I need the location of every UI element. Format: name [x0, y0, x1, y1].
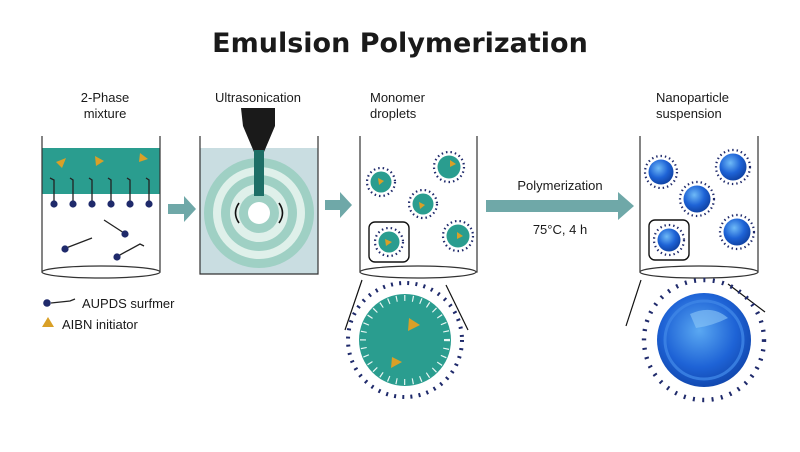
droplet	[432, 150, 466, 184]
surfmer-head	[126, 200, 134, 208]
polymerization-arrow	[486, 192, 634, 220]
surfmer-head	[61, 245, 69, 253]
beaker-ultrasonication-outline	[199, 136, 319, 275]
stage-label-mixture: 2-Phase mixture	[60, 90, 150, 122]
sonicator-probe	[254, 150, 264, 196]
sonicator-horn	[241, 108, 275, 152]
magnified-nanoparticle	[641, 277, 767, 403]
surfmer-shell	[641, 277, 767, 403]
surfmer-tail	[88, 177, 93, 203]
surfmer-head	[113, 253, 121, 261]
initiator-triangle-icon	[408, 318, 420, 331]
surfmer-tail	[103, 219, 125, 234]
surfmer-head	[69, 200, 77, 208]
diagram-title: Emulsion Polymerization	[212, 28, 588, 59]
step-arrow-2	[325, 192, 352, 218]
nanoparticle	[678, 180, 716, 218]
surfmer-icon	[43, 298, 76, 307]
droplet	[373, 226, 405, 258]
stage-label-ultrasonication: Ultrasonication	[198, 90, 318, 106]
zoom-box	[368, 221, 410, 263]
surfmer-head	[88, 200, 96, 208]
sonication-core	[248, 202, 270, 224]
stage-label-mixture-line2: mixture	[83, 106, 127, 121]
nanoparticle	[714, 148, 752, 186]
polymerization-label: Polymerization	[517, 178, 603, 193]
surfmer-tail	[145, 177, 150, 203]
vibration-mark-left	[234, 202, 240, 224]
step-arrow-1	[168, 196, 196, 222]
surfmer-head	[107, 200, 115, 208]
magnified-droplet	[346, 281, 464, 399]
nanoparticle	[652, 223, 686, 257]
polymer-core-inner	[663, 299, 745, 381]
beaker-mixture	[41, 136, 161, 279]
droplet	[365, 166, 397, 198]
zoom-line-left	[625, 279, 642, 327]
nanoparticle	[718, 213, 756, 251]
interface-surfmers	[49, 177, 150, 203]
surfmer-head	[145, 200, 153, 208]
initiator-triangle-icon	[95, 156, 104, 166]
stage-label-nanoparticle: Nanoparticle suspension	[656, 90, 756, 122]
initiator-triangle-icon	[56, 158, 66, 168]
stage-label-mixture-line1: 2-Phase	[80, 90, 130, 105]
polymer-highlight	[690, 309, 728, 328]
free-surfmers	[61, 219, 145, 261]
surfmer-tail	[65, 237, 93, 249]
surfmer-head	[50, 200, 58, 208]
polymer-core	[657, 293, 751, 387]
surfmer-tails-ring	[360, 295, 450, 385]
stage-label-ultrasonication-line1: Ultrasonication	[215, 90, 301, 105]
initiator-triangle-icon	[42, 317, 54, 327]
zoom-line-left	[344, 279, 363, 331]
surfmer-tail	[117, 243, 145, 257]
droplet	[407, 188, 439, 220]
stage-label-monomer-line2: droplets	[370, 106, 417, 121]
beaker-nanoparticle-base	[639, 265, 759, 279]
monomer-core	[359, 294, 451, 386]
stage-label-nanoparticle-line2: suspension	[656, 106, 722, 121]
zoom-box	[648, 219, 690, 261]
initiator-triangle-icon	[391, 357, 402, 368]
surfmer-head	[121, 230, 129, 238]
vibration-mark-right	[278, 202, 284, 224]
beaker-monomer	[359, 136, 478, 279]
legend-surfmer-label: AUPDS surfmer	[82, 296, 175, 311]
conditions-label: 75°C, 4 h	[532, 222, 588, 237]
stage-label-nanoparticle-line1: Nanoparticle	[656, 90, 729, 105]
droplet	[441, 219, 475, 253]
beaker-ultrasonication	[199, 108, 319, 275]
zoom-line-right	[445, 284, 469, 331]
interface-surfmer-heads	[50, 200, 153, 208]
beaker-nanoparticle	[639, 136, 759, 279]
beaker-monomer-base	[359, 265, 477, 279]
stage-label-monomer-line1: Monomer	[370, 90, 425, 105]
surfmer-tail	[49, 177, 55, 203]
surfmer-tail	[69, 177, 74, 203]
nanoparticle	[643, 154, 679, 190]
stage-label-monomer: Monomer droplets	[370, 90, 450, 122]
surfmer-tail	[107, 177, 112, 203]
surfmer-shell	[346, 281, 464, 399]
beaker-mixture-base	[41, 265, 161, 279]
initiator-triangle-icon	[139, 153, 148, 162]
surfmer-tail	[126, 177, 131, 203]
legend-initiator-label: AIBN initiator	[62, 317, 138, 332]
